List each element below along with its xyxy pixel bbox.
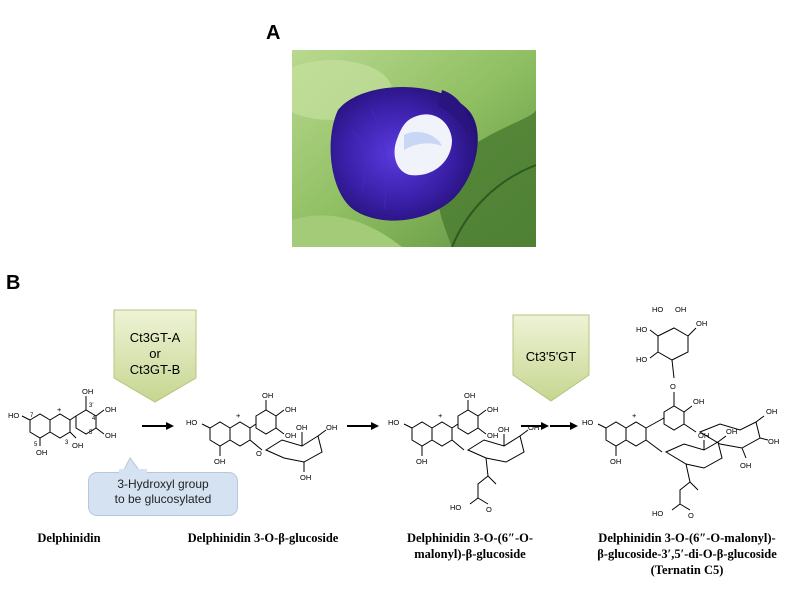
c4-glc1-ho-b: HO bbox=[636, 355, 647, 364]
c3-oh-5p: OH bbox=[487, 431, 498, 440]
c2-ho-7: HO bbox=[186, 418, 197, 427]
c3-o-plus: + bbox=[438, 411, 443, 420]
compound-malonyl-glucoside-name-line2: malonyl)-β-glucoside bbox=[414, 547, 526, 561]
pos-4p: 4' bbox=[92, 416, 96, 422]
c3-malonyl-ho: HO bbox=[450, 503, 461, 512]
c2-o-link: O bbox=[256, 449, 262, 458]
c4-ho-7: HO bbox=[582, 418, 593, 427]
pos-7: 7 bbox=[30, 413, 34, 419]
reaction-arrow-2 bbox=[347, 422, 379, 430]
pos-5p: 5' bbox=[89, 430, 93, 436]
compound-delphinidin-name: Delphinidin bbox=[37, 531, 101, 545]
delphinidin-structure bbox=[21, 396, 105, 446]
c4-o-plus: + bbox=[632, 411, 637, 420]
callout-line1: 3-Hydroxyl group bbox=[117, 477, 209, 491]
panel-a-label: A bbox=[266, 22, 281, 44]
c3-oh-4p: OH bbox=[487, 405, 498, 414]
c3-glc-oh-a: OH bbox=[498, 425, 509, 434]
c2-oh-5p: OH bbox=[285, 431, 296, 440]
enzyme-box-3-5-gt bbox=[512, 314, 590, 402]
c4-oh-5: OH bbox=[610, 457, 621, 466]
enzyme-3-5-gt-label: Ct3'5'GT bbox=[525, 349, 577, 364]
c3-malonyl-o: O bbox=[486, 505, 492, 514]
c2-oh-3p: OH bbox=[262, 391, 273, 400]
c2-oh-5: OH bbox=[214, 457, 225, 466]
c3-glc-oh-b: OH bbox=[528, 423, 539, 432]
c4-malonyl-o: O bbox=[688, 511, 694, 520]
callout-line2: to be glucosylated bbox=[114, 492, 212, 506]
c4-glc3-oh-a: OH bbox=[726, 427, 737, 436]
enzyme-3gt-a-label: Ct3GT-A bbox=[129, 330, 181, 345]
c2-glc-oh-a: OH bbox=[296, 423, 307, 432]
compound-ternatin-name-line1: Delphinidin 3-O-(6″-O-malonyl)- bbox=[598, 531, 776, 545]
flower-photo bbox=[292, 50, 536, 247]
c4-glc2-oh-a: OH bbox=[766, 407, 777, 416]
malonyl-glucoside-structure bbox=[403, 400, 529, 505]
enzyme-3gt-b-label: Ct3GT-B bbox=[129, 362, 181, 377]
delphinidin-oh-5p: OH bbox=[105, 431, 116, 440]
c2-o-plus: + bbox=[236, 411, 241, 420]
c4-glc2-oh-c: OH bbox=[740, 461, 751, 470]
pos-3p: 3' bbox=[89, 403, 93, 409]
c4-o-3p: O bbox=[670, 382, 676, 391]
compound-ternatin-name-line3: (Ternatin C5) bbox=[650, 563, 724, 577]
delphinidin-ho-7: HO bbox=[8, 411, 19, 420]
c4-glc1-ho-c: HO bbox=[652, 305, 663, 314]
compound-ternatin-name-line2: β-glucoside-3′,5′-di-O-β-glucoside bbox=[597, 547, 777, 561]
c2-glc-oh-c: OH bbox=[300, 473, 311, 482]
c3-oh-5: OH bbox=[416, 457, 427, 466]
ternatin-c5-structure bbox=[597, 327, 769, 511]
delphinidin-oh-3p: OH bbox=[82, 387, 93, 396]
c4-malonyl-ho: HO bbox=[652, 509, 663, 518]
compound-malonyl-glucoside-name-line1: Delphinidin 3-O-(6″-O- bbox=[406, 531, 533, 545]
c2-glc-oh-b: OH bbox=[326, 423, 337, 432]
c3-ho-7: HO bbox=[388, 418, 399, 427]
reaction-arrow-1 bbox=[142, 422, 174, 430]
delphinidin-3-glucoside-structure bbox=[201, 400, 327, 472]
c4-glc2-oh-b: OH bbox=[768, 437, 779, 446]
delphinidin-oh-5: OH bbox=[36, 448, 47, 457]
callout-box bbox=[88, 472, 238, 516]
delphinidin-o-plus: + bbox=[57, 405, 62, 414]
c4-glc3-oh-b: OH bbox=[698, 431, 709, 440]
compound-delphinidin-3-glucoside-name: Delphinidin 3-O-β-glucoside bbox=[187, 531, 339, 545]
pos-3: 3 bbox=[65, 440, 69, 446]
c4-glc1-ho-a: HO bbox=[636, 325, 647, 334]
c3-oh-3p: OH bbox=[464, 391, 475, 400]
c2-oh-4p: OH bbox=[285, 405, 296, 414]
c4-glc1-oh-d: OH bbox=[675, 305, 686, 314]
reaction-arrow-3 bbox=[521, 422, 578, 430]
pos-5: 5 bbox=[34, 442, 38, 448]
enzyme-box-3gt bbox=[113, 309, 197, 403]
panel-b-label: B bbox=[6, 272, 21, 294]
delphinidin-oh-4p: OH bbox=[105, 405, 116, 414]
enzyme-or-label: or bbox=[149, 346, 161, 361]
c4-oh-4p: OH bbox=[693, 397, 704, 406]
delphinidin-oh-3: OH bbox=[72, 441, 83, 450]
c4-glc1-oh: OH bbox=[696, 319, 707, 328]
